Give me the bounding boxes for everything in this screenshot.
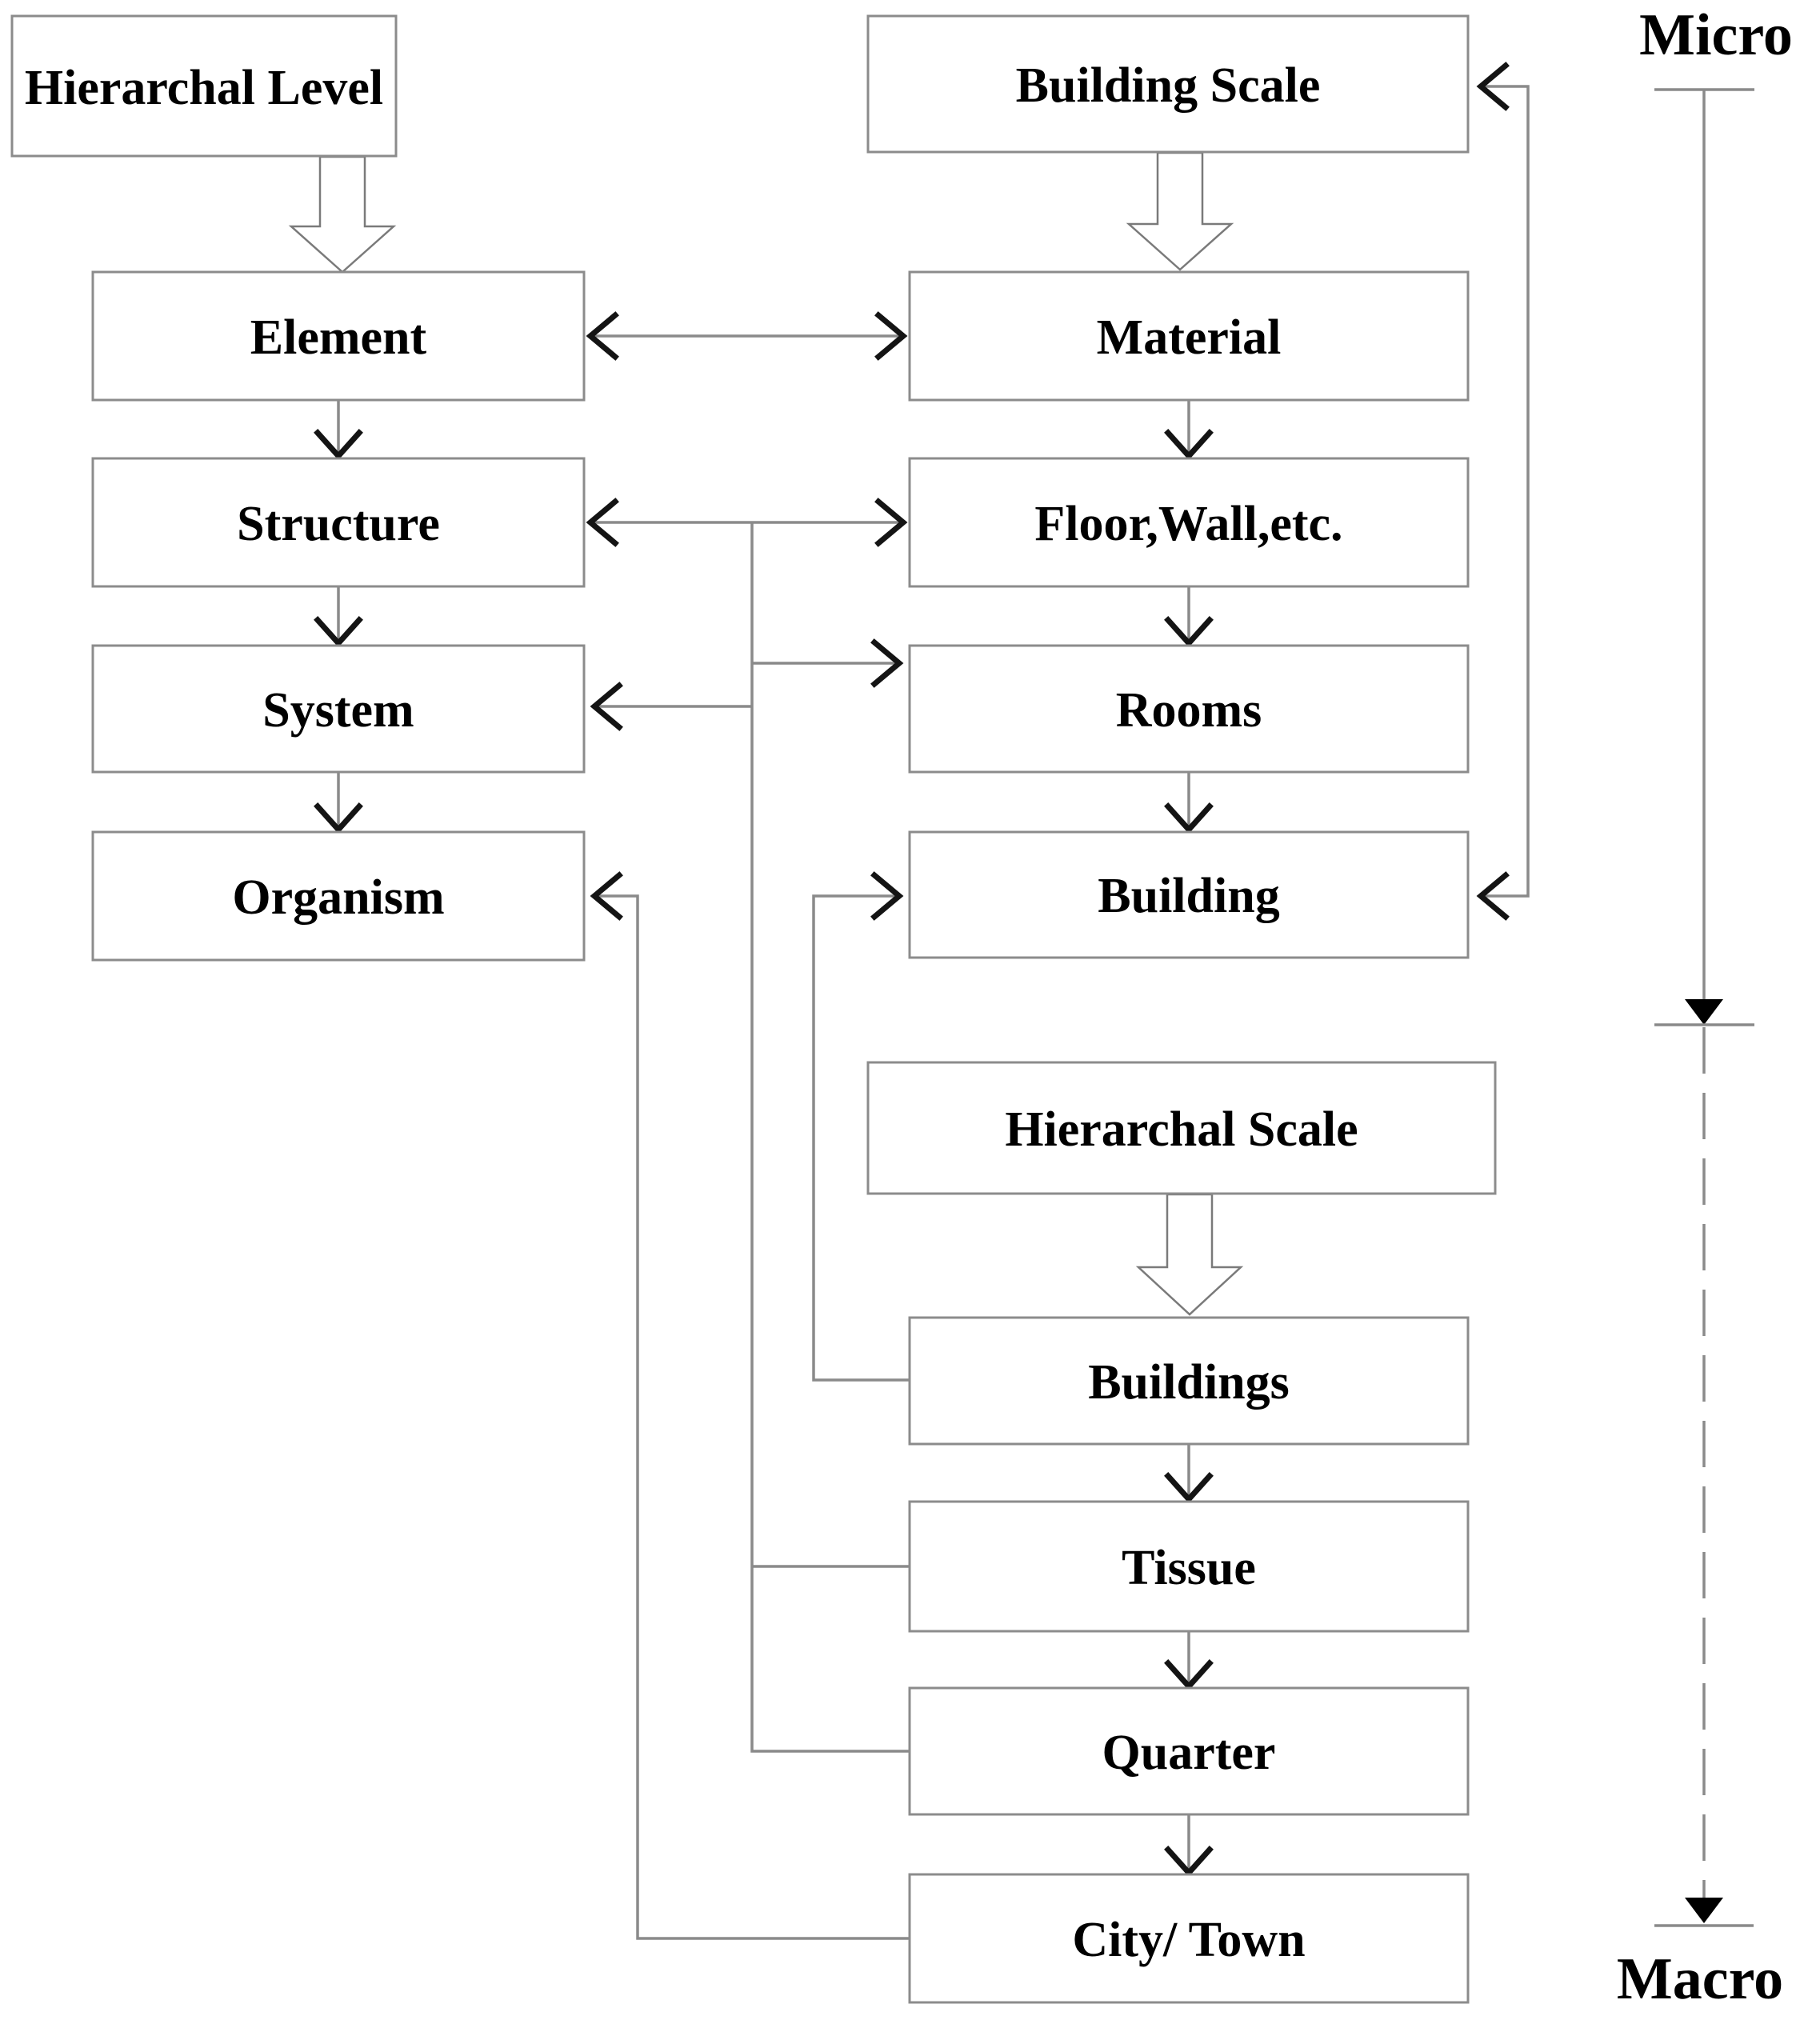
box-tissue-label: Tissue: [1122, 1541, 1256, 1595]
box-structure: Structure: [91, 457, 586, 588]
box-structure-label: Structure: [237, 497, 440, 551]
box-material-label: Material: [1097, 310, 1282, 365]
box-building-scale: Building Scale: [866, 14, 1470, 154]
box-rooms: Rooms: [908, 644, 1470, 774]
micro-macro-rail: [1654, 88, 1754, 1927]
hollow-arrow-hierarchal-scale: [1135, 1193, 1244, 1316]
box-organism: Organism: [91, 830, 586, 962]
hollow-arrow-hierarchal-level: [288, 155, 397, 274]
edge-quarter-citytown: [1164, 1814, 1214, 1878]
box-floor-wall-label: Floor,Wall,etc.: [1034, 497, 1342, 551]
edge-buildings-building: [812, 871, 910, 1382]
edge-trunk-system-tissue-quarter: [590, 522, 910, 1753]
edge-material-floorwall: [1164, 400, 1214, 461]
box-system: System: [91, 644, 586, 774]
box-city-town-label: City/ Town: [1072, 1913, 1305, 1967]
box-building-scale-label: Building Scale: [1016, 58, 1321, 113]
box-floor-wall: Floor,Wall,etc.: [908, 457, 1470, 588]
edge-floorwall-rooms: [1164, 586, 1214, 648]
edge-structure-system: [314, 586, 363, 648]
box-system-label: System: [262, 683, 414, 738]
box-quarter-label: Quarter: [1102, 1726, 1276, 1780]
edge-element-structure: [314, 400, 363, 461]
box-city-town: City/ Town: [908, 1873, 1470, 2004]
box-tissue: Tissue: [908, 1500, 1470, 1633]
box-building: Building: [908, 830, 1470, 959]
micro-label: Micro: [1639, 2, 1793, 68]
edge-structure-floorwall: [586, 498, 908, 547]
edge-system-organism: [314, 772, 363, 834]
edge-tissue-quarter: [1164, 1631, 1214, 1691]
box-material: Material: [908, 270, 1470, 402]
box-hierarchal-level-label: Hierarchal Level: [25, 61, 383, 115]
box-rooms-label: Rooms: [1116, 683, 1262, 738]
hollow-arrow-building-scale: [1126, 151, 1234, 271]
box-hierarchal-scale: Hierarchal Scale: [866, 1061, 1497, 1195]
box-building-label: Building: [1098, 869, 1279, 923]
edge-citytown-organism: [590, 871, 910, 1940]
box-element-label: Element: [250, 310, 427, 365]
box-buildings: Buildings: [908, 1316, 1470, 1446]
edge-buildings-tissue: [1164, 1444, 1214, 1504]
edge-element-material: [586, 311, 908, 361]
edge-building-buildingscale: [1476, 62, 1530, 921]
box-buildings-label: Buildings: [1088, 1355, 1290, 1410]
box-hierarchal-scale-label: Hierarchal Scale: [1005, 1102, 1358, 1157]
macro-label: Macro: [1617, 1946, 1783, 2012]
box-quarter: Quarter: [908, 1686, 1470, 1816]
box-organism-label: Organism: [232, 870, 444, 925]
edge-rooms-building: [1164, 772, 1214, 834]
box-hierarchal-level: Hierarchal Level: [10, 14, 398, 158]
box-element: Element: [91, 270, 586, 402]
